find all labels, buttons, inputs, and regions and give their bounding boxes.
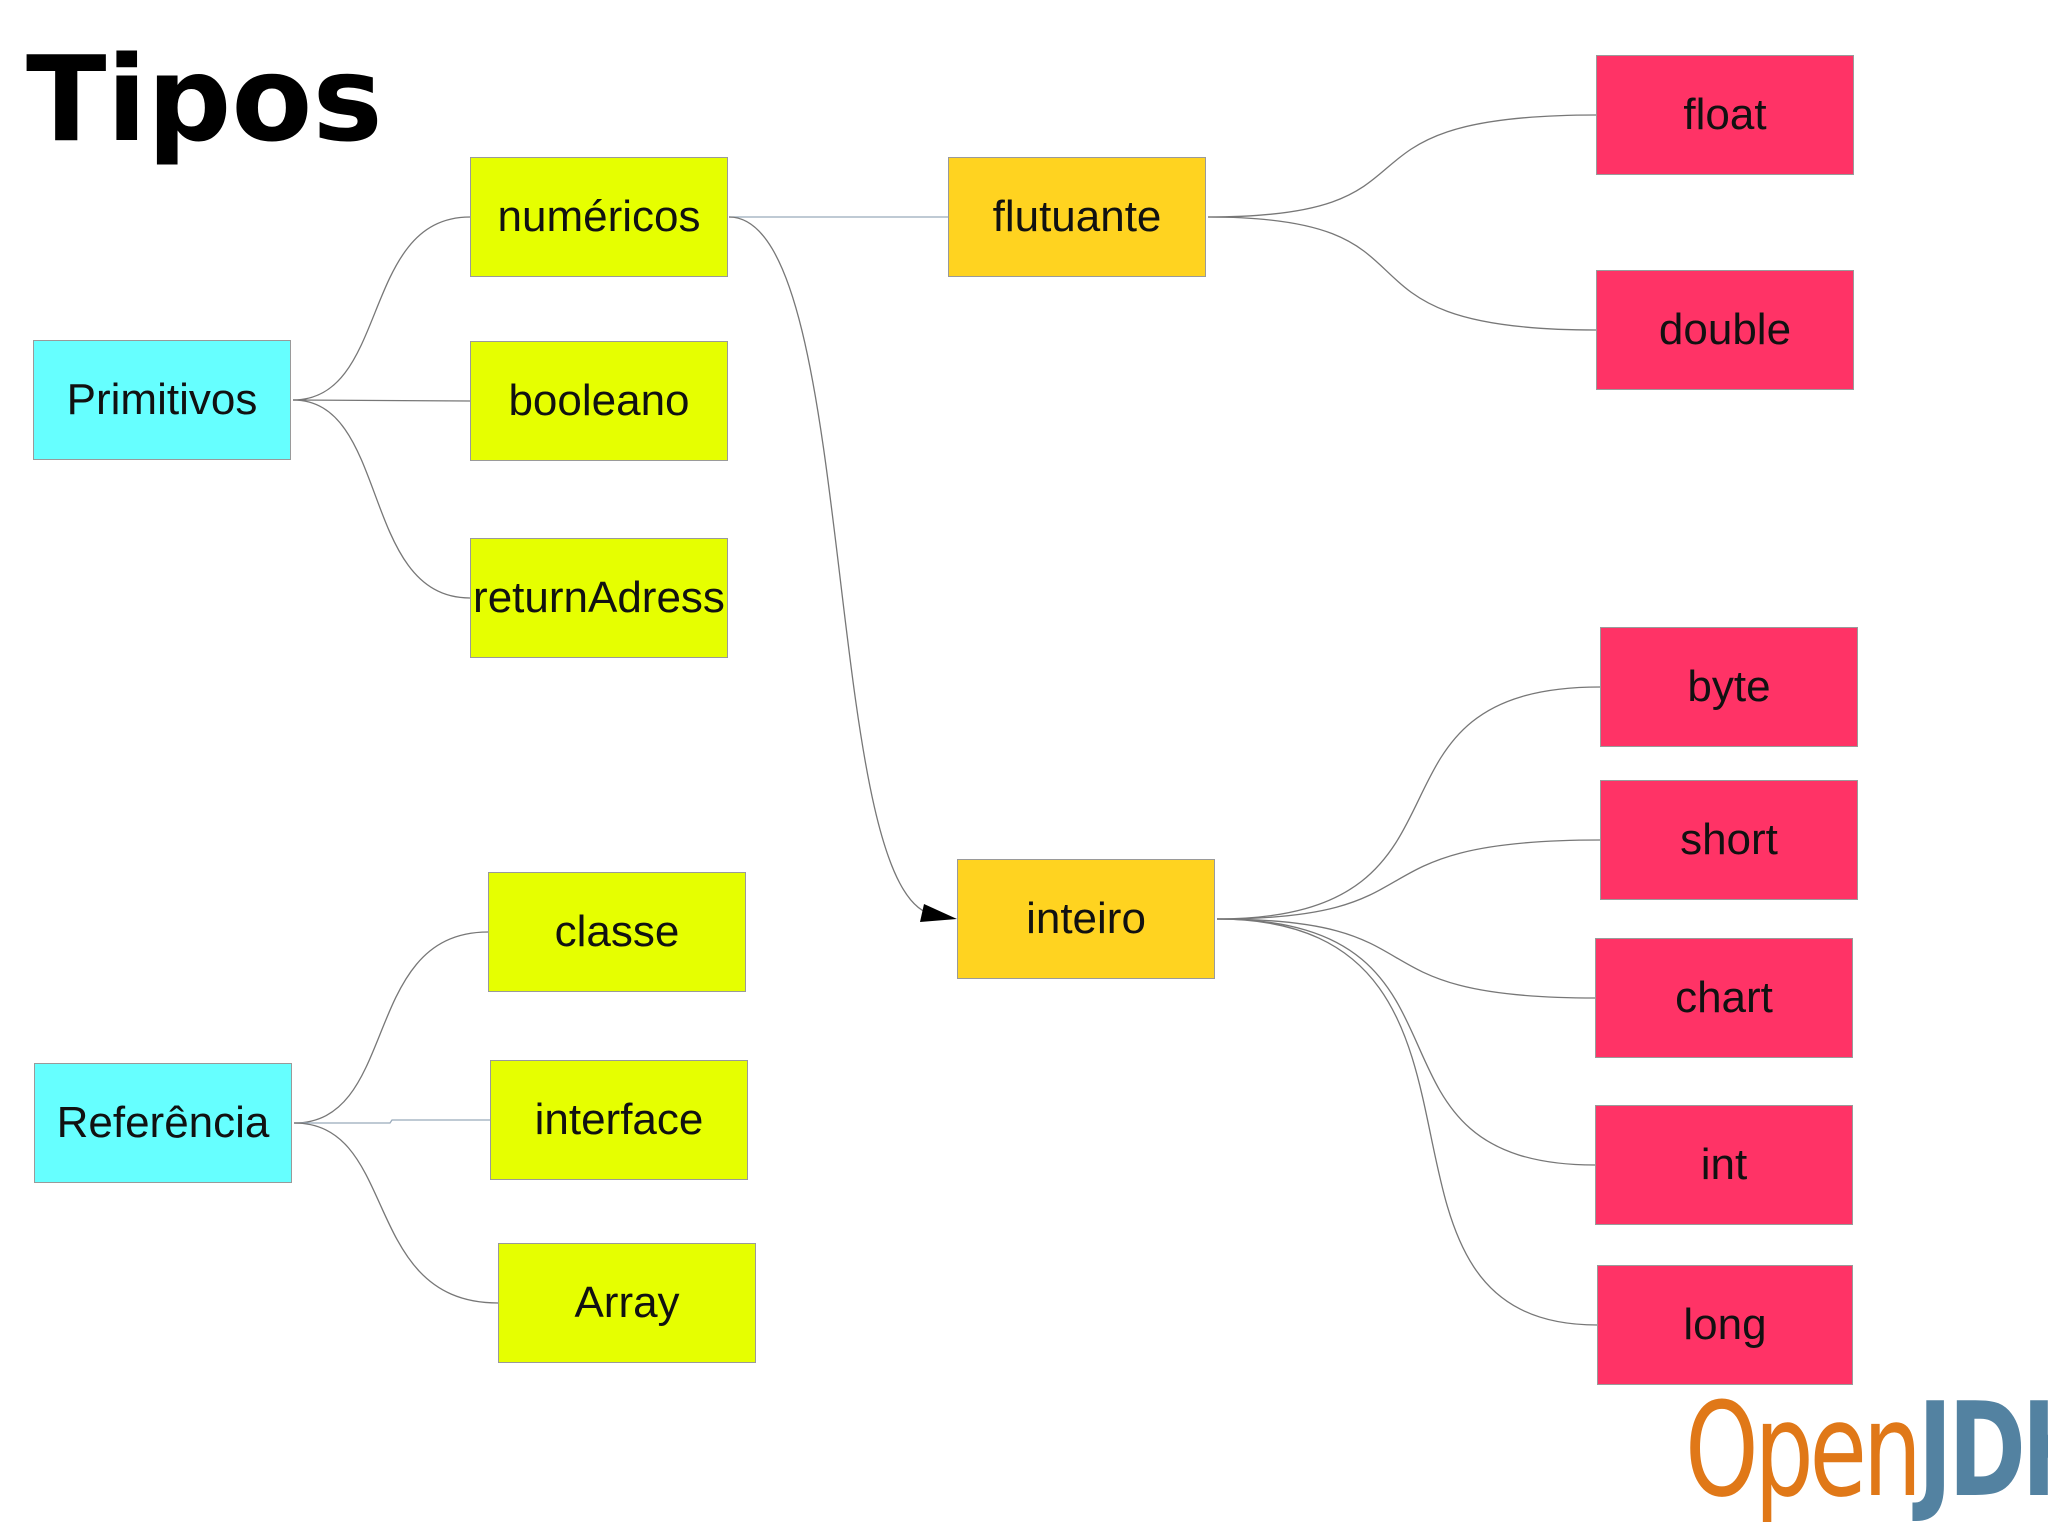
edge-inteiro-chart <box>1216 918 1596 999</box>
node-byte: byte <box>1600 627 1858 747</box>
node-flutuante: flutuante <box>948 157 1206 277</box>
edge-flutuante-double <box>1207 216 1597 331</box>
node-classe: classe <box>488 872 746 992</box>
edge-referencia-classe <box>293 931 489 1124</box>
node-short: short <box>1600 780 1858 900</box>
node-returnadress: returnAdress <box>470 538 728 658</box>
node-long: long <box>1597 1265 1853 1385</box>
node-primitivos: Primitivos <box>33 340 291 460</box>
edge-inteiro-int <box>1216 918 1596 1166</box>
node-array: Array <box>498 1243 756 1363</box>
node-booleano: booleano <box>470 341 728 461</box>
edge-inteiro-byte <box>1216 686 1601 920</box>
node-int: int <box>1595 1105 1853 1225</box>
logo-open-text: Open <box>1685 1374 1922 1526</box>
edge-inteiro-short <box>1216 839 1601 920</box>
node-numericos: numéricos <box>470 157 728 277</box>
node-double: double <box>1596 270 1854 390</box>
node-float: float <box>1596 55 1854 175</box>
edge-numericos-inteiro <box>728 216 936 916</box>
logo-jdk-text: JDK <box>1917 1374 2048 1526</box>
edge-referencia-interface <box>294 1119 490 1124</box>
edge-primitivos-booleano <box>292 399 471 402</box>
node-chart: chart <box>1595 938 1853 1058</box>
openjdk-logo: OpenJDK <box>1685 1385 2048 1515</box>
arrowhead-icon <box>920 904 957 922</box>
edge-primitivos-returnadress <box>292 399 471 599</box>
edge-referencia-array <box>293 1122 499 1304</box>
edge-flutuante-float <box>1207 114 1597 218</box>
edge-primitivos-numericos <box>292 216 471 401</box>
node-interface: interface <box>490 1060 748 1180</box>
node-inteiro: inteiro <box>957 859 1215 979</box>
page-title: Tipos <box>26 30 383 168</box>
node-referencia: Referência <box>34 1063 292 1183</box>
edge-inteiro-long <box>1216 918 1598 1326</box>
